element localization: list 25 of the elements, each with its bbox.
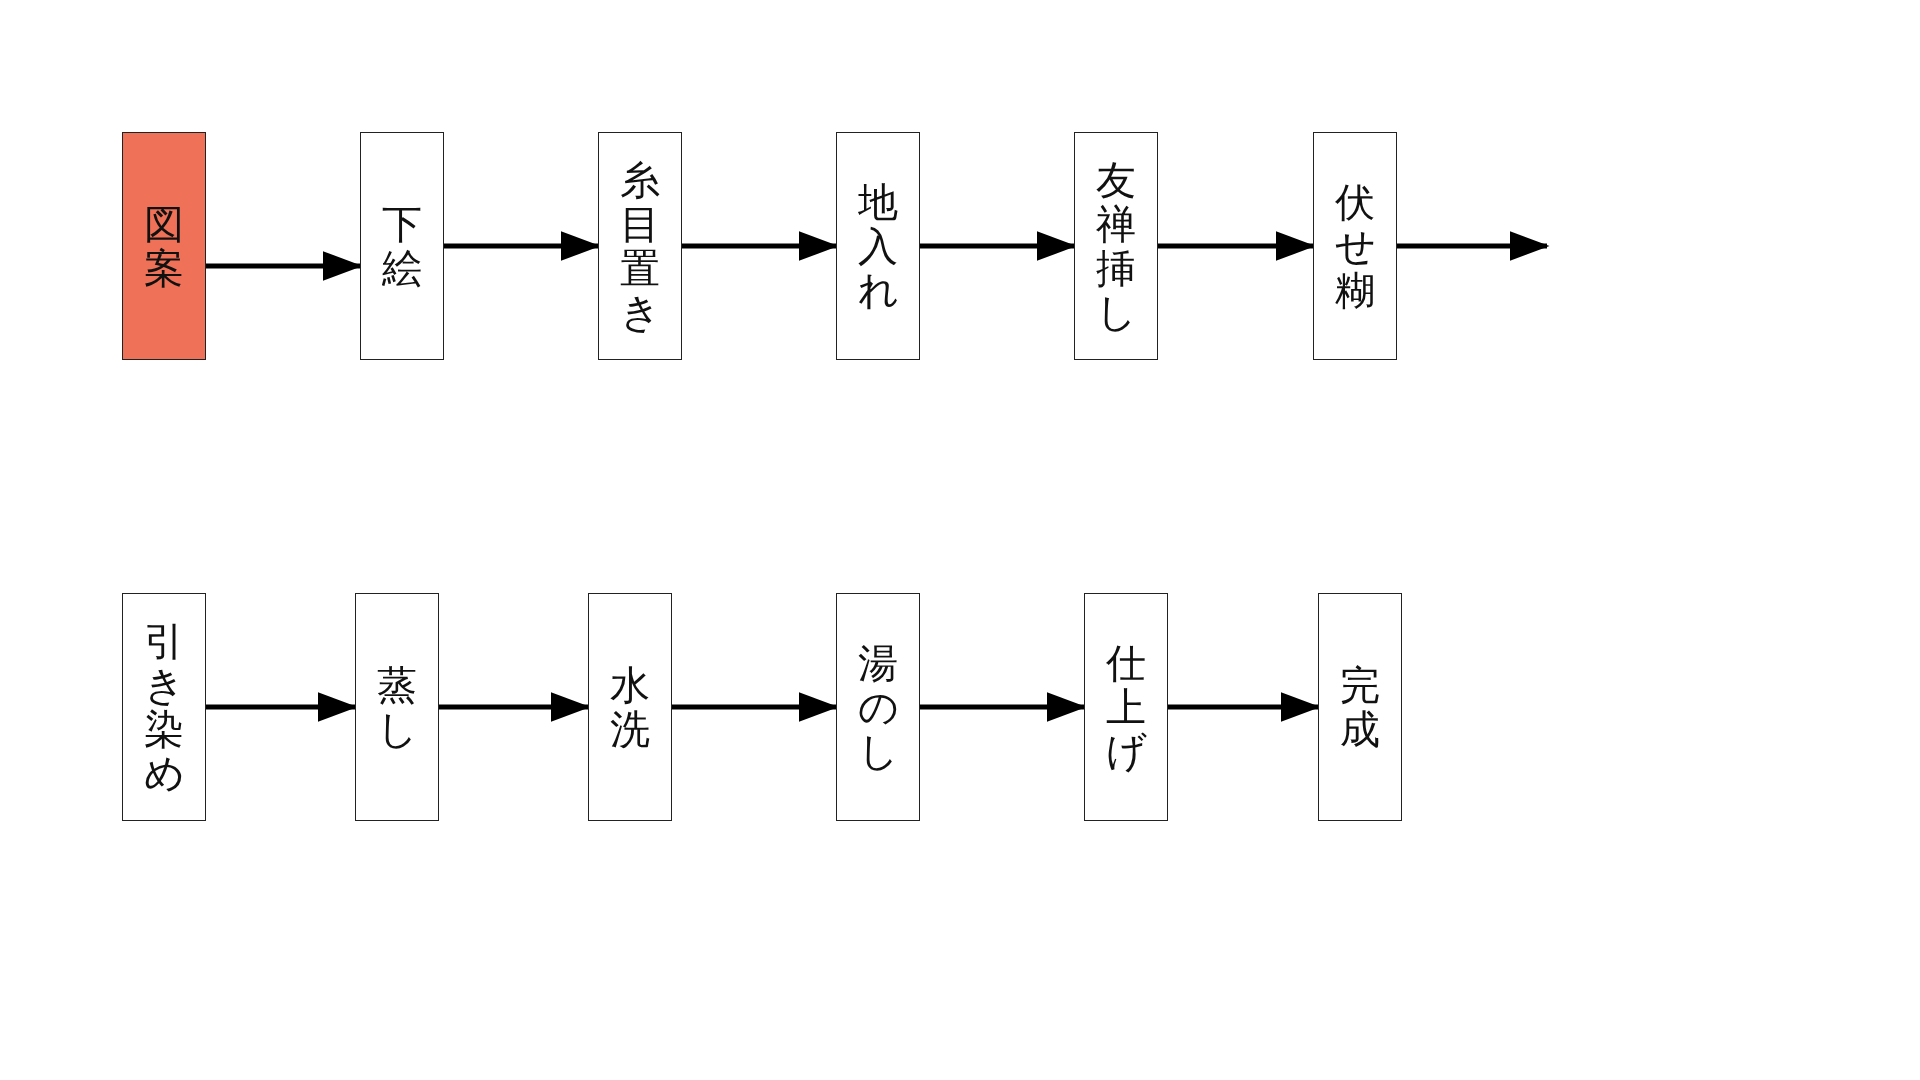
arrow [1397, 231, 1550, 261]
step-label: 伏せ糊 [1335, 180, 1375, 312]
process-box [1313, 132, 1397, 360]
step-label: 完成 [1340, 663, 1380, 751]
process-box [1084, 593, 1168, 821]
process-box [588, 593, 672, 821]
step-label: 糸目置き [620, 158, 660, 334]
step-label: 地入れ [858, 180, 898, 312]
process-box [836, 132, 920, 360]
step-label: 友禅挿し [1096, 158, 1136, 334]
step-label: 引き染め [144, 619, 184, 795]
step-label: 下絵 [382, 202, 422, 290]
process-box [360, 132, 444, 360]
process-box [1318, 593, 1402, 821]
step-label: 湯のし [858, 641, 898, 773]
step-label: 仕上げ [1106, 641, 1146, 773]
process-box [122, 132, 206, 360]
process-box [836, 593, 920, 821]
process-box [355, 593, 439, 821]
process-box [122, 593, 206, 821]
step-label: 蒸し [377, 663, 417, 751]
step-label: 図案 [144, 202, 184, 290]
process-box [598, 132, 682, 360]
step-label: 水洗 [610, 663, 650, 751]
process-box [1074, 132, 1158, 360]
